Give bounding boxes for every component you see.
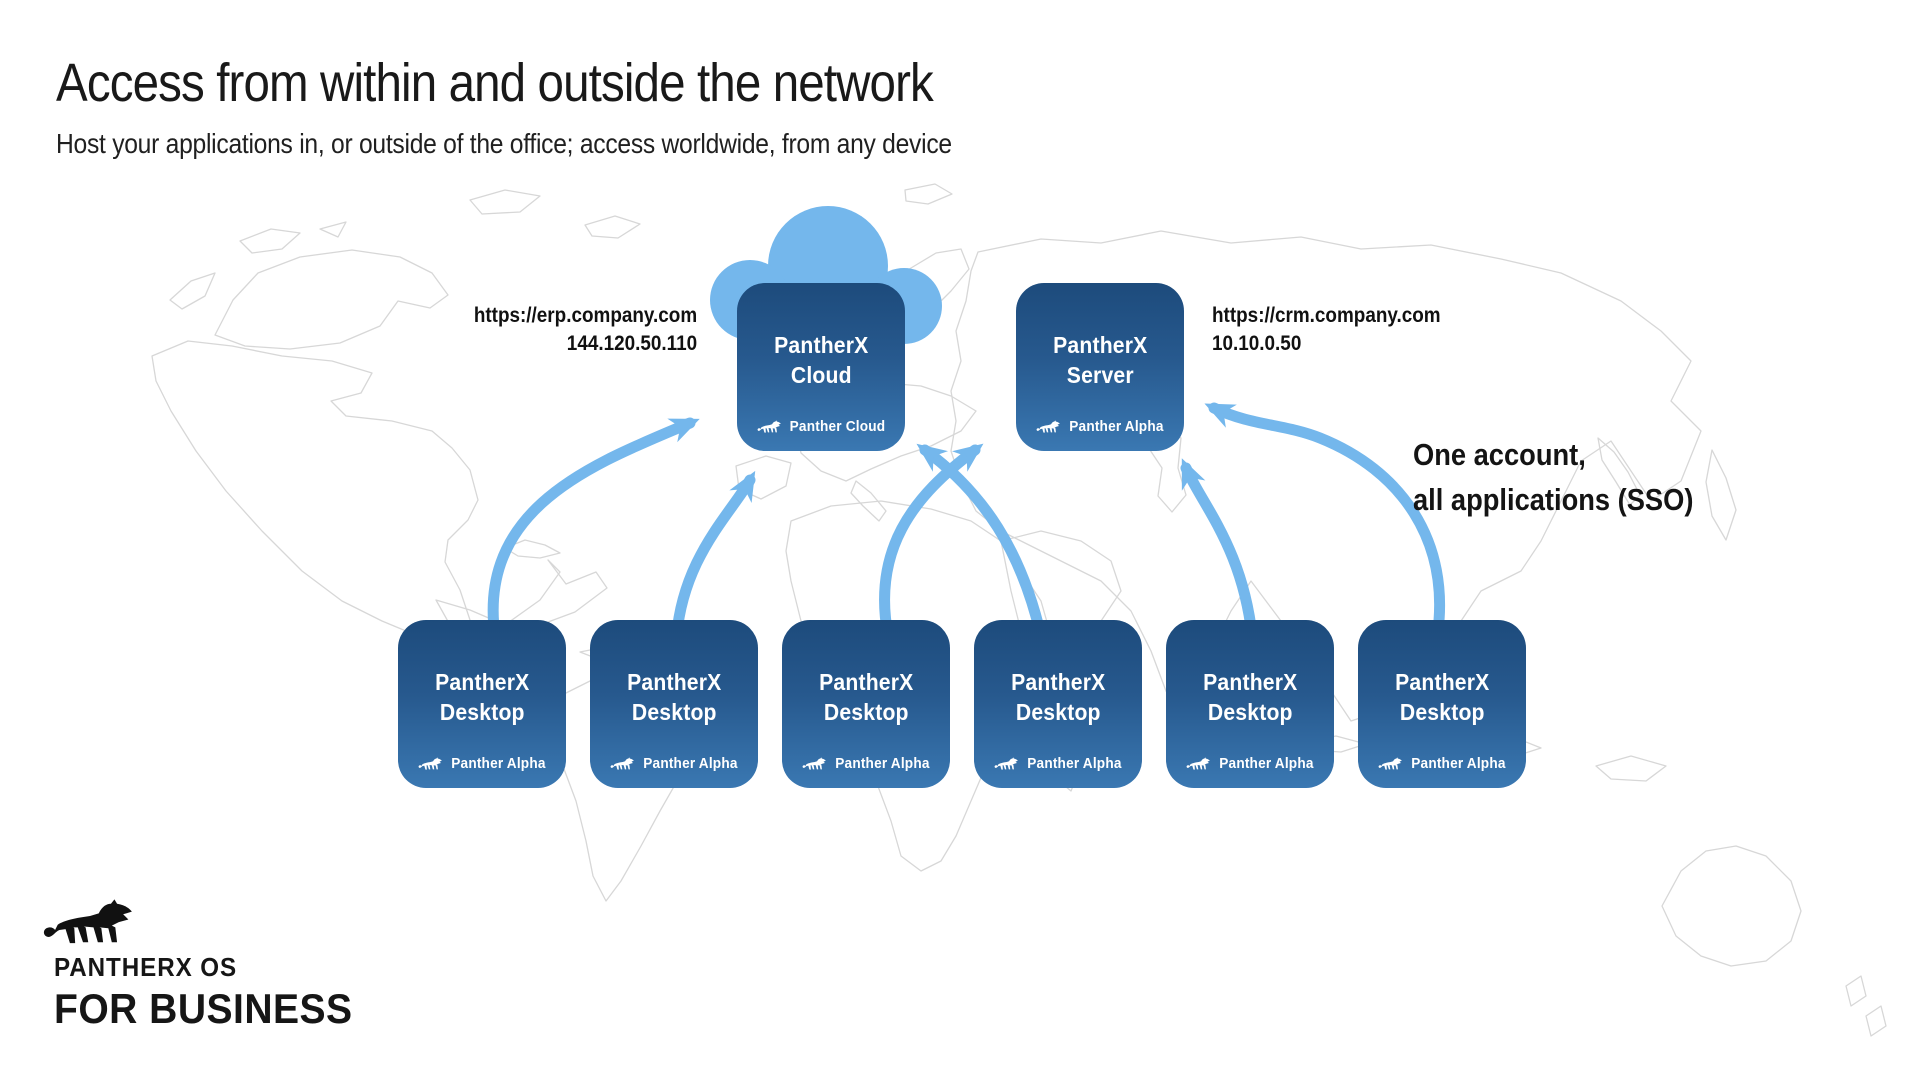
arrow-desktop2-to-cloud	[670, 470, 756, 651]
node-badge: Panther Alpha	[1363, 756, 1521, 772]
panther-icon	[757, 420, 781, 433]
crm-address-label: https://crm.company.com 10.10.0.50	[1212, 302, 1441, 358]
panther-icon	[994, 757, 1019, 770]
page-subtitle: Host your applications in, or outside of…	[56, 128, 952, 159]
node-badge: Panther Alpha	[1171, 756, 1329, 772]
badge-label: Panther Alpha	[1411, 756, 1506, 772]
node-badge: Panther Alpha	[1021, 419, 1179, 435]
panther-icon	[418, 757, 443, 770]
arrow-desktop1-to-cloud	[487, 417, 700, 654]
node-title: PantherX Cloud	[773, 332, 869, 388]
arrow-desktop5-to-server	[1180, 458, 1259, 651]
pantherx-logo: PANTHERX OS FOR BUSINESS	[40, 898, 375, 1033]
logo-wordmark-os: PANTHERX OS	[54, 952, 238, 982]
page-title: Access from within and outside the netwo…	[56, 53, 934, 113]
node-badge: Panther Alpha	[787, 756, 945, 772]
node-pantherx-server: PantherX Server Panther Alpha	[1016, 283, 1184, 451]
node-badge: Panther Alpha	[403, 756, 561, 772]
badge-label: Panther Alpha	[1219, 756, 1314, 772]
arrow-desktop6-to-server	[1204, 402, 1446, 644]
badge-label: Panther Cloud	[789, 419, 886, 435]
node-badge: Panther Alpha	[979, 756, 1137, 772]
panther-icon	[802, 757, 827, 770]
badge-label: Panther Alpha	[1069, 419, 1164, 435]
panther-icon	[1186, 757, 1211, 770]
logo-wordmark-business: FOR BUSINESS	[54, 985, 353, 1032]
node-title: PantherX Server	[1052, 332, 1148, 388]
badge-label: Panther Alpha	[835, 756, 930, 772]
node-pantherx-cloud: PantherX Cloud Panther Cloud	[737, 283, 905, 451]
connection-arrows	[487, 402, 1446, 654]
panther-icon	[1378, 757, 1403, 770]
erp-ip: 144.120.50.110	[566, 332, 697, 355]
arrow-desktop4-to-cloud	[916, 443, 1049, 651]
sso-note: One account, all applications (SSO)	[1413, 437, 1694, 517]
badge-label: Panther Alpha	[451, 756, 546, 772]
node-badge: Panther Cloud	[742, 419, 900, 435]
panther-icon	[610, 757, 635, 770]
badge-label: Panther Alpha	[1027, 756, 1122, 772]
panther-icon	[1036, 420, 1061, 433]
erp-url: https://erp.company.com	[473, 304, 697, 327]
erp-address-label: https://erp.company.com 144.120.50.110	[474, 302, 697, 358]
crm-url: https://crm.company.com	[1212, 304, 1441, 327]
crm-ip: 10.10.0.50	[1212, 332, 1302, 355]
panther-logo-icon	[43, 899, 132, 944]
badge-label: Panther Alpha	[643, 756, 738, 772]
node-badge: Panther Alpha	[595, 756, 753, 772]
